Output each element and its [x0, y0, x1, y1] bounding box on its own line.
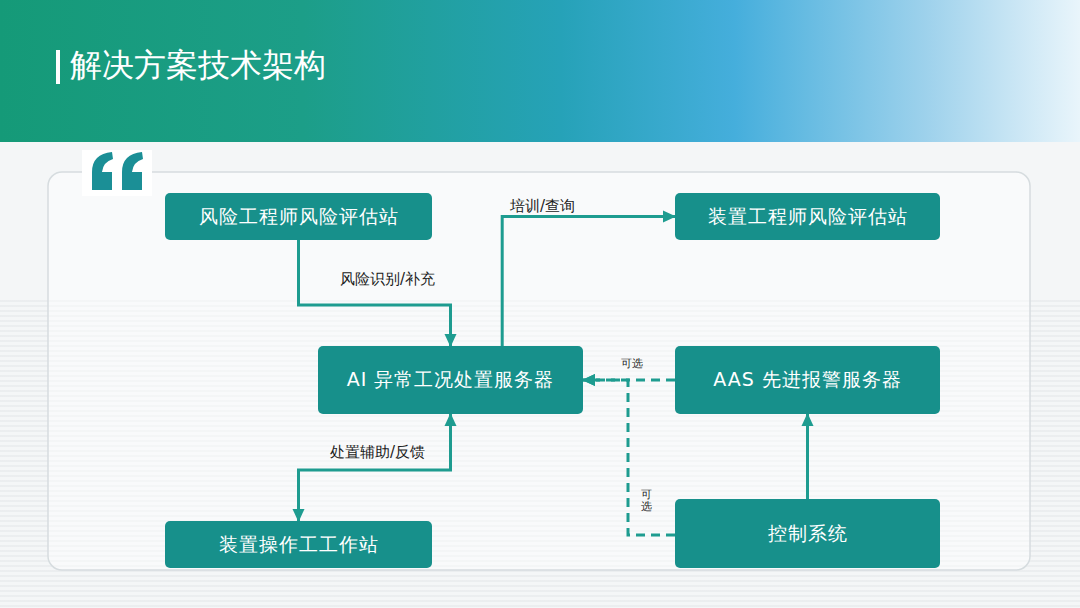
page-title: 解决方案技术架构 — [70, 44, 326, 88]
edge-label: 可选 — [621, 356, 643, 371]
connector — [806, 414, 809, 499]
process-box: 控制系统 — [675, 499, 940, 568]
connector — [299, 414, 451, 521]
connector — [299, 240, 451, 346]
content-frame — [48, 172, 1030, 570]
process-box: 装置操作工工作站 — [165, 521, 432, 568]
box-label: 装置工程师风险评估站 — [708, 204, 908, 230]
connector — [502, 217, 675, 347]
quote-mark — [122, 152, 143, 190]
process-box: 风险工程师风险评估站 — [165, 193, 432, 240]
connector — [583, 380, 675, 535]
title-bar — [56, 50, 60, 84]
edge-label: 处置辅助/反馈 — [330, 443, 425, 462]
edge-label: 可选 — [641, 489, 652, 513]
box-label: 风险工程师风险评估站 — [199, 204, 399, 230]
process-box: 装置工程师风险评估站 — [675, 193, 940, 240]
process-box: AI 异常工况处置服务器 — [318, 346, 583, 414]
box-label: AI 异常工况处置服务器 — [347, 367, 555, 393]
edge-label: 培训/查询 — [510, 197, 575, 216]
box-label: AAS 先进报警服务器 — [713, 367, 902, 393]
edge-label: 风险识别/补充 — [340, 270, 435, 289]
process-box: AAS 先进报警服务器 — [675, 346, 940, 414]
quote-ground — [82, 150, 152, 196]
quote-mark — [92, 152, 113, 190]
box-label: 控制系统 — [768, 521, 848, 547]
box-label: 装置操作工工作站 — [219, 532, 379, 558]
